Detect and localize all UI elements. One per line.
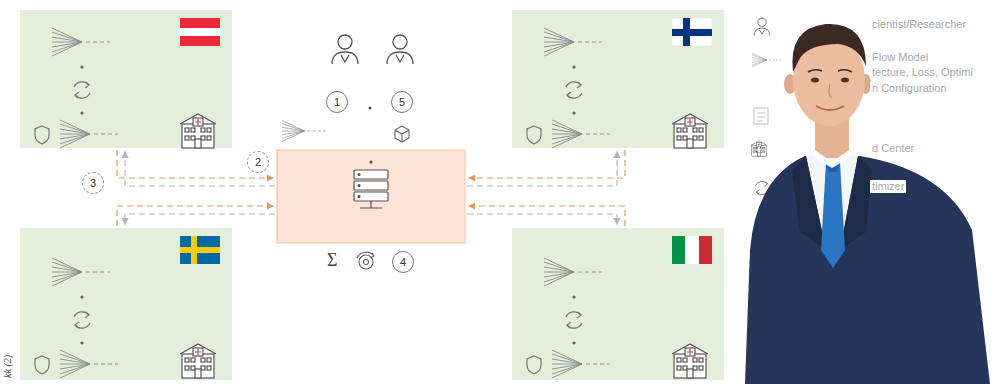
- legend-text: tecture, Loss, Optimi: [872, 66, 973, 78]
- legend-text: d Center: [872, 142, 914, 154]
- legend-text: Flow Model: [872, 51, 928, 63]
- legend-item: Flow Model: [870, 51, 930, 64]
- legend-item: timizer: [870, 180, 906, 193]
- photo-credit: kk (2): [2, 355, 14, 378]
- legend-item: tecture, Loss, Optimi: [870, 66, 975, 79]
- step-circle: 3: [82, 172, 104, 194]
- cube-icon: [395, 126, 409, 142]
- dot: [368, 106, 371, 109]
- legend-text: n Configuration: [872, 82, 947, 94]
- portrait-photo: [745, 24, 990, 384]
- site-panel: [20, 228, 232, 380]
- sum-symbol: Σ: [327, 250, 337, 272]
- step-circle: 2: [247, 151, 269, 173]
- step-circle: 5: [391, 91, 413, 113]
- austria-flag: [180, 18, 220, 46]
- aggregate-icon: [357, 252, 374, 269]
- researcher-icon: [332, 35, 358, 64]
- server-icon: [354, 160, 388, 208]
- step-circle: 1: [326, 91, 348, 113]
- legend-icons: [751, 18, 781, 195]
- legend-text: timizer: [872, 180, 904, 192]
- legend-item: d Center: [870, 142, 916, 155]
- site-icons: [35, 258, 216, 378]
- site-panel: [512, 228, 724, 380]
- finland-flag: [672, 18, 712, 46]
- legend-item: n Configuration: [870, 82, 949, 95]
- sweden-flag: [180, 236, 220, 264]
- step-circle: 4: [392, 251, 414, 273]
- model-icon: [282, 121, 326, 142]
- site-panel: [20, 10, 232, 148]
- researcher-icon: [387, 35, 413, 64]
- legend-item: cientist/Researcher: [870, 18, 968, 31]
- site-icons: [527, 258, 708, 378]
- legend-text: cientist/Researcher: [872, 18, 966, 30]
- callout-number: 4: [400, 256, 406, 269]
- callout-number: 3: [90, 177, 96, 190]
- server-box: [277, 150, 465, 243]
- callout-number: 2: [255, 156, 261, 169]
- site-panel: [512, 10, 724, 148]
- callout-number: 5: [399, 96, 405, 109]
- italy-flag: [672, 236, 712, 264]
- callout-number: 1: [334, 96, 340, 109]
